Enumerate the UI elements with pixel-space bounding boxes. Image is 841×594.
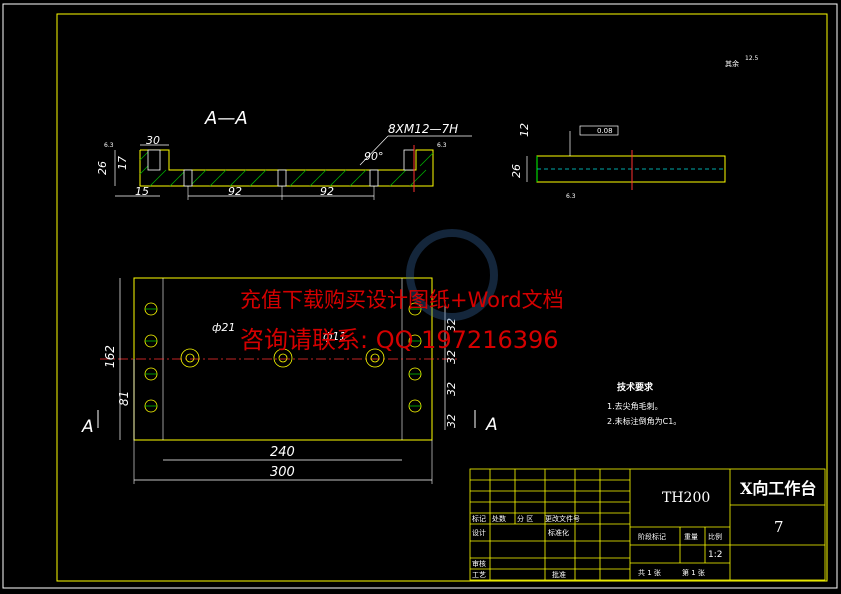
tb-process: 工艺 xyxy=(472,571,486,579)
dim-240: 240 xyxy=(270,445,295,460)
dim-32a: 32 xyxy=(445,318,458,332)
watermark-logo xyxy=(406,229,498,321)
side-view: 0.08 26 12 6.3 其余 12.5 xyxy=(510,55,759,200)
part-name: X向工作台 xyxy=(740,479,816,498)
watermark-line-1: 充值下载购买设计图纸+Word文档 xyxy=(240,288,564,312)
watermark-line-2: 咨询请联系: QQ 197216396 xyxy=(240,326,559,354)
tb-approve: 批准 xyxy=(552,570,566,579)
tb-change-doc: 更改文件号 xyxy=(545,514,580,523)
tech-requirements: 技术要求 1.去尖角毛刺。 2.未标注倒角为C1。 xyxy=(607,381,681,426)
dim-26: 26 xyxy=(96,161,109,175)
thread-note: 8XM12—7H xyxy=(388,122,458,136)
title-block xyxy=(469,468,826,581)
tb-mark: 标记 xyxy=(472,514,486,523)
side-dim-26: 26 xyxy=(510,164,523,178)
dim-32d: 32 xyxy=(445,414,458,428)
tb-design: 设计 xyxy=(472,528,486,537)
other-surfaces-value: 12.5 xyxy=(745,55,759,62)
angle-note: 90° xyxy=(364,150,384,163)
drawing-number: TH200 xyxy=(662,490,710,506)
tech-req-item-2: 2.未标注倒角为C1。 xyxy=(607,416,681,426)
dim-30: 30 xyxy=(146,134,160,147)
title-block-text: TH200 X向工作台 7 阶段标记 重量 比例 1:2 共 1 张 第 1 张… xyxy=(472,479,816,579)
section-hatch xyxy=(139,149,434,187)
dim-300: 300 xyxy=(270,465,295,480)
dim-phi11: ф11 xyxy=(323,330,346,343)
plan-view: 162 81 240 300 ф21 ф11 32 32 32 32 A A xyxy=(81,277,498,484)
dim-32b: 32 xyxy=(445,350,458,364)
tech-req-item-1: 1.去尖角毛刺。 xyxy=(607,401,663,411)
cut-marker-right: A xyxy=(485,415,498,435)
dim-phi21: ф21 xyxy=(212,321,235,334)
side-dim-12: 12 xyxy=(518,123,531,137)
cut-marker-left: A xyxy=(81,417,94,437)
section-label: A—A xyxy=(204,108,248,129)
sheet-code: 7 xyxy=(774,518,784,536)
other-surfaces-label: 其余 xyxy=(725,59,739,68)
roughness-left: 6.3 xyxy=(104,142,114,149)
dim-92b: 92 xyxy=(320,185,334,198)
weight-label: 重量 xyxy=(684,533,698,541)
tb-count: 处数 xyxy=(492,514,506,523)
outer-border xyxy=(2,3,838,589)
drawing-frame xyxy=(56,13,828,582)
tb-standard: 标准化 xyxy=(548,528,569,537)
dim-32c: 32 xyxy=(445,382,458,396)
roughness-right: 6.3 xyxy=(437,142,447,149)
total-sheets: 共 1 张 xyxy=(638,568,661,577)
sheet-number: 第 1 张 xyxy=(682,568,705,577)
tech-req-title: 技术要求 xyxy=(617,381,654,393)
flatness-value: 0.08 xyxy=(597,127,613,135)
dim-81: 81 xyxy=(117,391,131,406)
tb-review: 审核 xyxy=(472,559,486,568)
section-view: 30 26 17 15 92 92 6.3 6.3 8XM12—7H 90° xyxy=(96,122,472,200)
side-roughness: 6.3 xyxy=(566,193,576,200)
dim-17: 17 xyxy=(116,156,129,170)
dim-92a: 92 xyxy=(228,185,242,198)
dim-15: 15 xyxy=(135,185,149,198)
mark-label: 阶段标记 xyxy=(638,532,666,541)
tb-zone: 分 区 xyxy=(517,514,533,523)
scale-label: 比例 xyxy=(708,532,722,541)
dim-162: 162 xyxy=(103,345,117,368)
scale-value: 1:2 xyxy=(708,550,722,560)
